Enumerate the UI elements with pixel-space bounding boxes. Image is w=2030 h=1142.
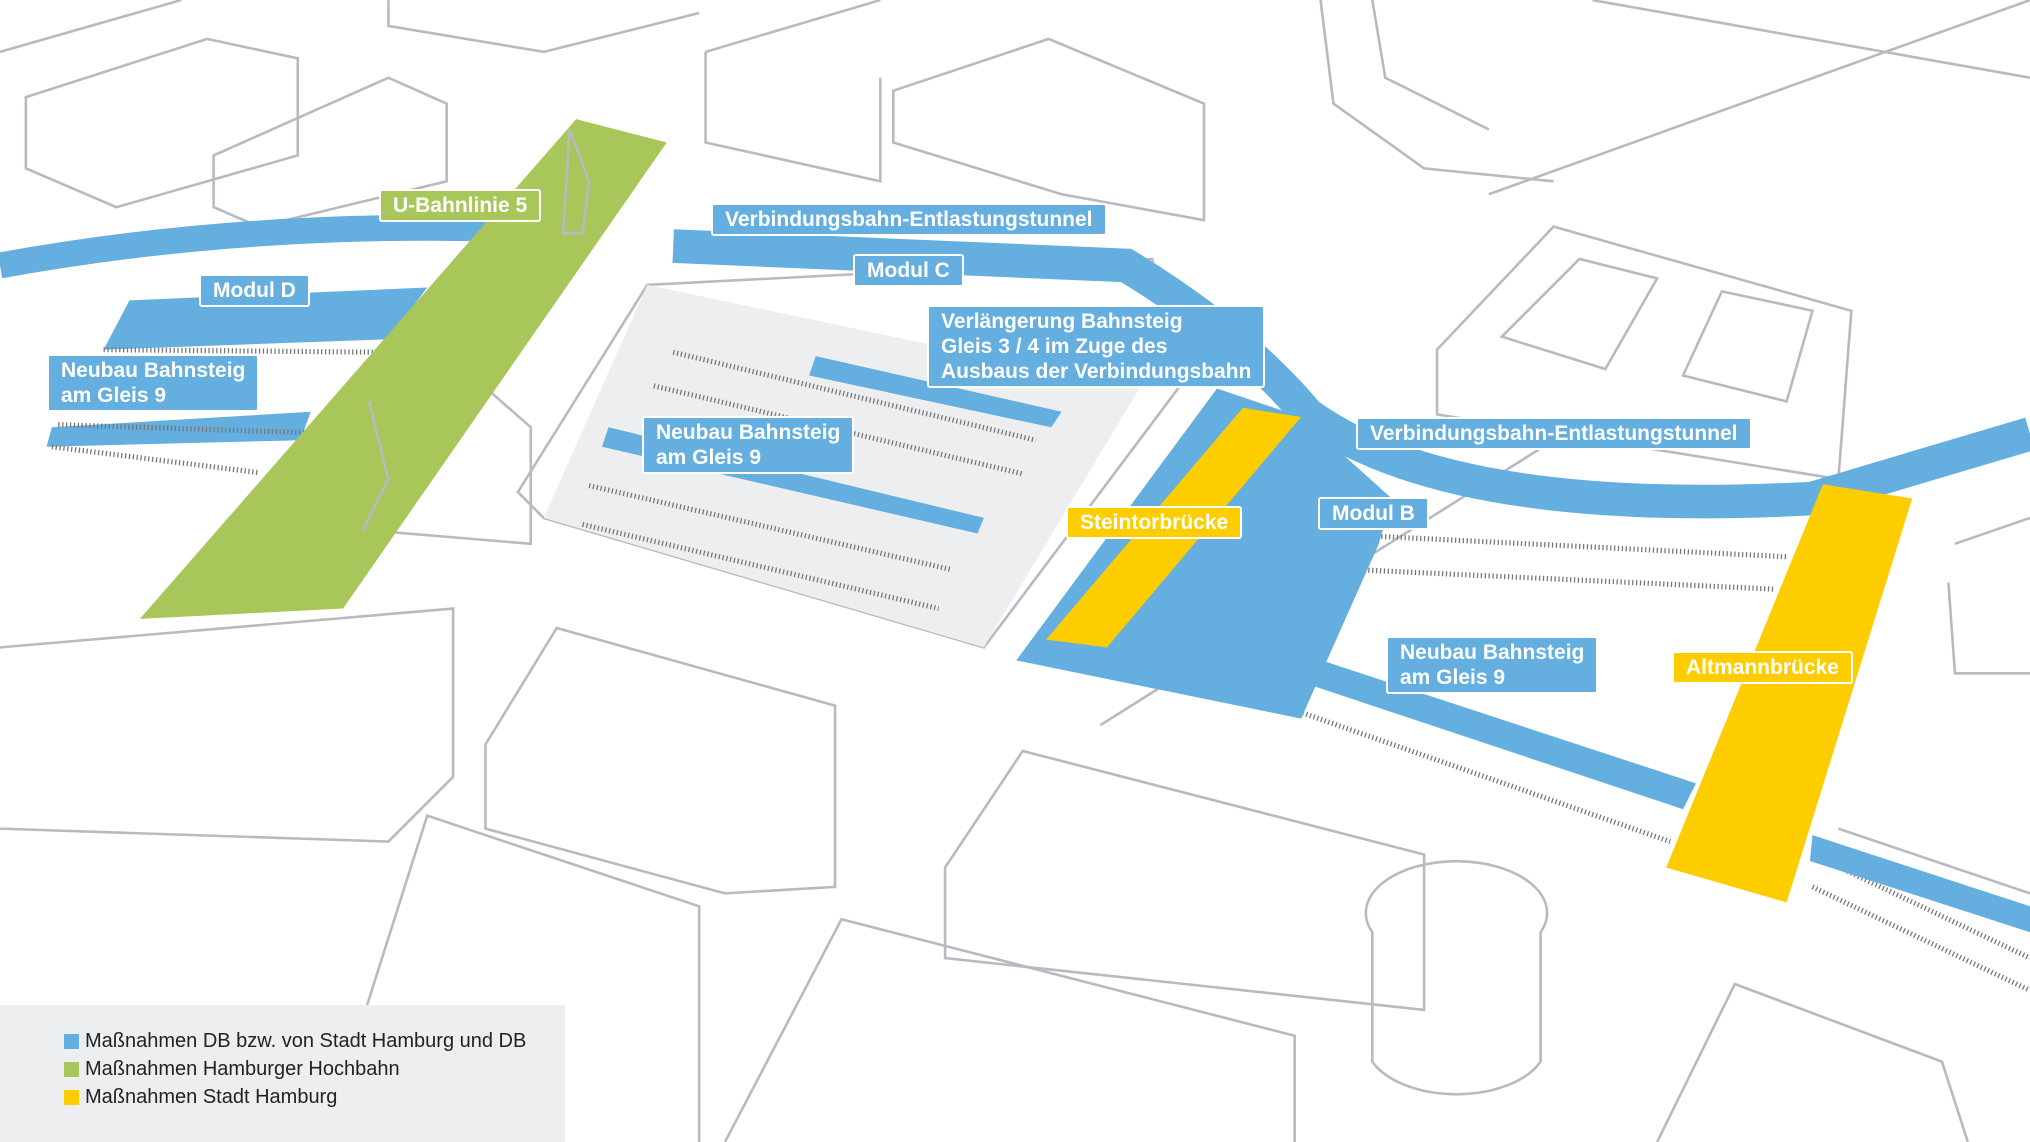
platform-east [1158,611,1696,810]
legend-item-db: Maßnahmen DB bzw. von Stadt Hamburg und … [64,1029,526,1053]
u5-area [139,119,667,619]
legend-item-stadt: Maßnahmen Stadt Hamburg [64,1085,337,1109]
label-modul-c: Modul C [853,254,964,287]
label-modul-d: Modul D [199,274,310,307]
label-u-bahnlinie-5: U-Bahnlinie 5 [379,189,542,222]
legend-swatch-blue [64,1033,79,1049]
label-neubau-left: Neubau Bahnsteig am Gleis 9 [47,354,260,412]
legend: Maßnahmen DB bzw. von Stadt Hamburg und … [0,1005,565,1142]
altmannbruecke-area [1666,484,1913,903]
label-modul-b: Modul B [1318,497,1429,530]
legend-swatch-green [64,1061,79,1077]
platform-3-4 [809,356,1062,428]
label-altmannbruecke: Altmannbrücke [1672,651,1853,684]
tracks-east [1809,835,2030,933]
label-steintorbruecke: Steintorbrücke [1066,506,1243,539]
legend-swatch-yellow [64,1089,79,1105]
legend-label: Maßnahmen DB bzw. von Stadt Hamburg und … [85,1030,527,1052]
label-verlaengerung: Verlängerung Bahnsteig Gleis 3 / 4 im Zu… [927,305,1266,388]
modul-d-area [103,287,428,350]
label-tunnel-top: Verbindungsbahn-Entlastungstunnel [711,203,1107,236]
label-neubau-mid: Neubau Bahnsteig am Gleis 9 [642,416,855,474]
label-neubau-right: Neubau Bahnsteig am Gleis 9 [1386,636,1599,694]
legend-label: Maßnahmen Hamburger Hochbahn [85,1058,400,1080]
legend-label: Maßnahmen Stadt Hamburg [85,1086,338,1108]
legend-item-hochbahn: Maßnahmen Hamburger Hochbahn [64,1057,400,1081]
label-tunnel-right: Verbindungsbahn-Entlastungstunnel [1356,417,1752,450]
